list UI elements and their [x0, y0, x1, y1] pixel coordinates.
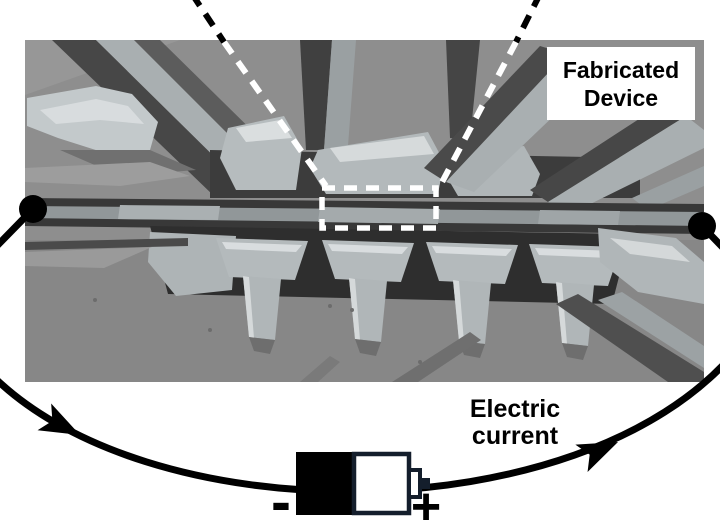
leader-line-right-white	[437, 40, 519, 188]
fabricated-device-label: Fabricated Device	[547, 47, 695, 120]
circuit	[0, 195, 720, 516]
battery-icon	[296, 451, 430, 516]
battery-positive-cell	[351, 451, 412, 516]
sem-central-beam	[25, 198, 704, 234]
sem-beams-top-center	[300, 40, 480, 150]
battery-stub	[418, 478, 430, 489]
electric-current-label-line1: Electric	[469, 395, 561, 423]
leader-line-left-black	[192, 0, 227, 44]
sem-feature	[148, 232, 236, 296]
leader-line-left-white	[221, 40, 329, 188]
sem-lower-left	[25, 238, 481, 382]
current-arrowhead-icon-right	[575, 442, 618, 472]
current-arrowhead-icon-left	[37, 403, 80, 435]
fabricated-device-label-line2: Device	[583, 84, 659, 111]
sem-comb-fingers	[216, 238, 621, 360]
zoom-region-dashed-rectangle-icon	[319, 185, 439, 231]
battery-negative-terminal-label: -	[271, 468, 291, 530]
electric-current-label: Electric current	[448, 396, 582, 450]
electric-current-label-line2: current	[471, 422, 559, 450]
terminal-dot-icon-right	[688, 212, 716, 240]
battery-positive-terminal-label: +	[410, 478, 442, 530]
battery-negative-cell	[296, 452, 354, 515]
sem-right-block	[556, 228, 704, 382]
leader-line-right-black	[513, 0, 541, 44]
battery-nub	[407, 468, 422, 499]
terminal-dot-icon-left	[19, 195, 47, 223]
fabricated-device-label-line1: Fabricated	[562, 56, 680, 83]
